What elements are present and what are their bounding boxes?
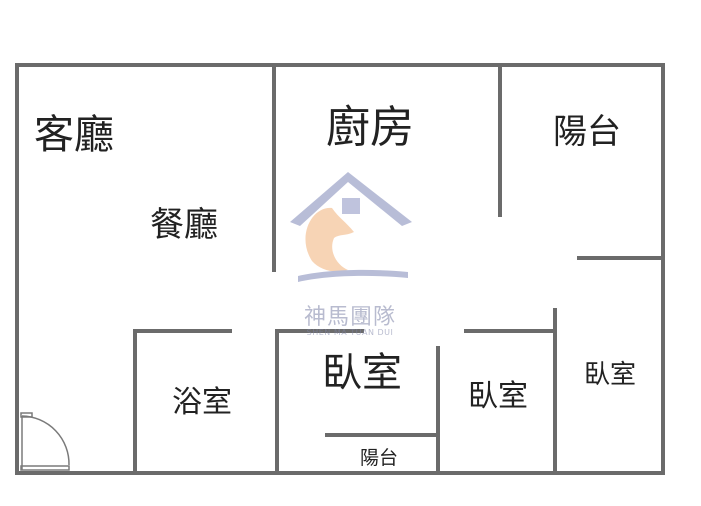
entry-door-arc — [21, 415, 70, 466]
entry-door-hinge-top — [20, 412, 33, 418]
room-label-bedroom-center: 臥室 — [322, 350, 402, 396]
room-label-living-room: 客廳 — [34, 112, 114, 158]
room-label-dining-room: 餐廳 — [150, 205, 218, 245]
room-label-balcony-top: 陽台 — [553, 112, 621, 152]
room-label-bathroom: 浴室 — [172, 385, 232, 420]
room-label-bedroom-right: 臥室 — [584, 360, 637, 390]
watermark-brand-cn: 神馬團隊 — [303, 305, 396, 330]
watermark-logo: 神馬團隊 SHEN MA TUAN DUI — [284, 166, 416, 346]
watermark-brand-en: SHEN MA TUAN DUI — [306, 328, 394, 337]
room-label-balcony-bottom: 陽台 — [360, 447, 399, 469]
room-label-bedroom-small: 臥室 — [468, 379, 528, 414]
room-label-kitchen: 廚房 — [326, 102, 414, 153]
house-horse-logo-icon — [290, 172, 412, 282]
entry-door-hinge-bottom — [20, 465, 70, 471]
